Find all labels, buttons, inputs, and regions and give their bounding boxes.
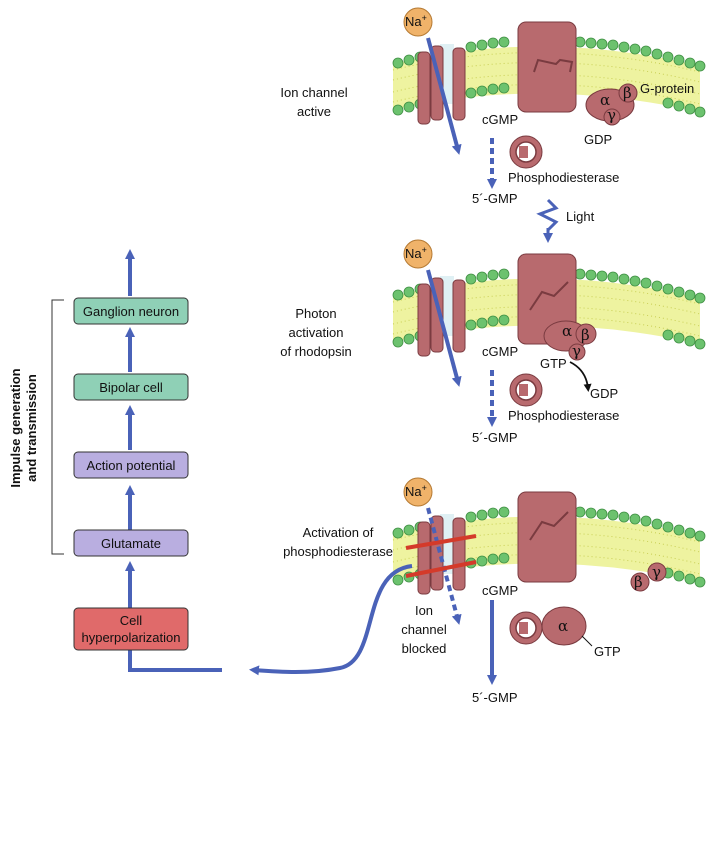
gamma-subunit-label: γ: [572, 342, 581, 360]
cell-hyperpolarization-label-line1: Cell: [120, 613, 143, 628]
gtp-label: GTP: [594, 644, 621, 659]
alpha-subunit-label: α: [562, 322, 572, 340]
light-arrow: [536, 198, 559, 232]
panel1-caption-line1: Ion channel: [280, 85, 347, 100]
panel1-caption-line2: active: [297, 104, 331, 119]
phosphodiesterase-icon: [509, 611, 543, 645]
sodium-ion: [403, 239, 433, 269]
panel2-caption-line1: Photon: [295, 306, 336, 321]
cell-hyperpolarization-box: [73, 607, 189, 651]
sodium-label: Na+: [405, 13, 427, 29]
g-protein: [543, 320, 597, 361]
cell-hyperpolarization-label-line2: hyperpolarization: [81, 630, 180, 645]
gamma-subunit-label: γ: [652, 563, 661, 581]
beta-gamma-subunits: [630, 562, 667, 592]
bipolar-cell-label: Bipolar cell: [99, 380, 163, 395]
channel-block-bar: [405, 560, 477, 578]
signal-flow-chart: Ganglion neuron Bipolar cell Action pote…: [8, 249, 222, 672]
light-label: Light: [566, 209, 595, 224]
gmp5-label: 5´-GMP: [472, 430, 518, 445]
sodium-label: Na+: [405, 245, 427, 261]
alpha-subunit-label: α: [558, 617, 568, 635]
blocked-label-line2: channel: [401, 622, 447, 637]
panel-photon-activation: Na+ α β γ GTP GDP cGMP Phosphodiesterase…: [280, 239, 706, 445]
beta-subunit-label: β: [581, 326, 590, 344]
gdp-label: GDP: [584, 132, 612, 147]
blocked-label-line3: blocked: [402, 641, 447, 656]
gdp-label: GDP: [590, 386, 618, 401]
gtp-label: GTP: [540, 356, 567, 371]
phosphodiesterase-label: Phosphodiesterase: [508, 408, 619, 423]
channel-block-bar: [405, 534, 477, 550]
glutamate-label: Glutamate: [101, 536, 161, 551]
action-potential-label: Action potential: [87, 458, 176, 473]
panel3-caption-line2: phosphodiesterase: [283, 544, 393, 559]
cgmp-label: cGMP: [482, 583, 518, 598]
ganglion-neuron-box: [73, 297, 189, 325]
sodium-ion: [403, 7, 433, 37]
impulse-bracket: [51, 299, 64, 555]
phosphodiesterase-label: Phosphodiesterase: [508, 170, 619, 185]
g-protein: [585, 83, 638, 126]
panel2-caption-line2: activation: [289, 325, 344, 340]
gmp5-label: 5´-GMP: [472, 690, 518, 705]
signal-to-cell-arrow: [249, 564, 413, 676]
alpha-subunit-gtp: [541, 606, 587, 646]
glutamate-box: [73, 529, 189, 557]
panel3-caption-line1: Activation of: [303, 525, 374, 540]
sodium-ion: [403, 477, 433, 507]
cgmp-label: cGMP: [482, 344, 518, 359]
beta-subunit-label: β: [634, 573, 643, 591]
gamma-subunit-label: γ: [607, 106, 616, 124]
gmp5-label: 5´-GMP: [472, 191, 518, 206]
alpha-subunit-label: α: [600, 91, 610, 109]
gdp-release-arrow: [569, 361, 592, 392]
action-potential-box: [73, 451, 189, 479]
ganglion-neuron-label: Ganglion neuron: [83, 304, 179, 319]
panel-pde-activation: Na+ β γ cGMP α GTP 5´-GMP Ion channel bl…: [283, 477, 706, 705]
impulse-label-line2: and transmission: [24, 374, 39, 482]
sodium-label: Na+: [405, 483, 427, 499]
impulse-label-line1: Impulse generation: [8, 368, 23, 487]
phosphodiesterase-icon: [509, 373, 543, 407]
panel-ion-channel-active: Na+ α β γ G-protein GDP cGMP Phosphodies…: [280, 7, 706, 206]
phosphodiesterase-icon: [509, 135, 543, 169]
bipolar-cell-box: [73, 373, 189, 401]
sodium-flow-arrow: [426, 37, 462, 155]
sodium-flow-arrow: [426, 269, 462, 387]
panel2-caption-line3: of rhodopsin: [280, 344, 352, 359]
cgmp-label: cGMP: [482, 112, 518, 127]
beta-subunit-label: β: [623, 84, 632, 102]
g-protein-label: G-protein: [640, 81, 694, 96]
blocked-label-line1: Ion: [415, 603, 433, 618]
